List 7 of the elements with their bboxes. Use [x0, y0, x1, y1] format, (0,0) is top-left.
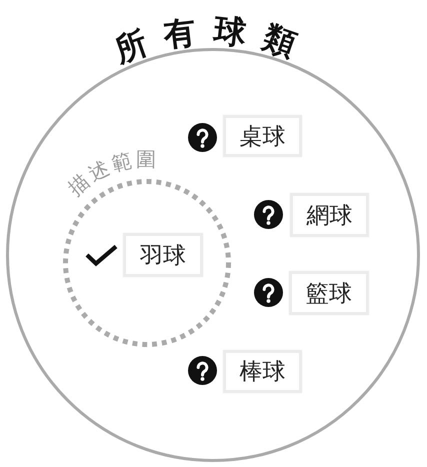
- term-label: 棒球: [223, 350, 302, 393]
- term-label: 羽球: [123, 233, 203, 277]
- term-label: 網球: [290, 193, 369, 237]
- scope-label: 描述範圍: [63, 146, 160, 200]
- term-label: 桌球: [223, 115, 302, 157]
- term-label: 籃球: [289, 271, 369, 315]
- set-heading: 所有球類: [110, 10, 316, 70]
